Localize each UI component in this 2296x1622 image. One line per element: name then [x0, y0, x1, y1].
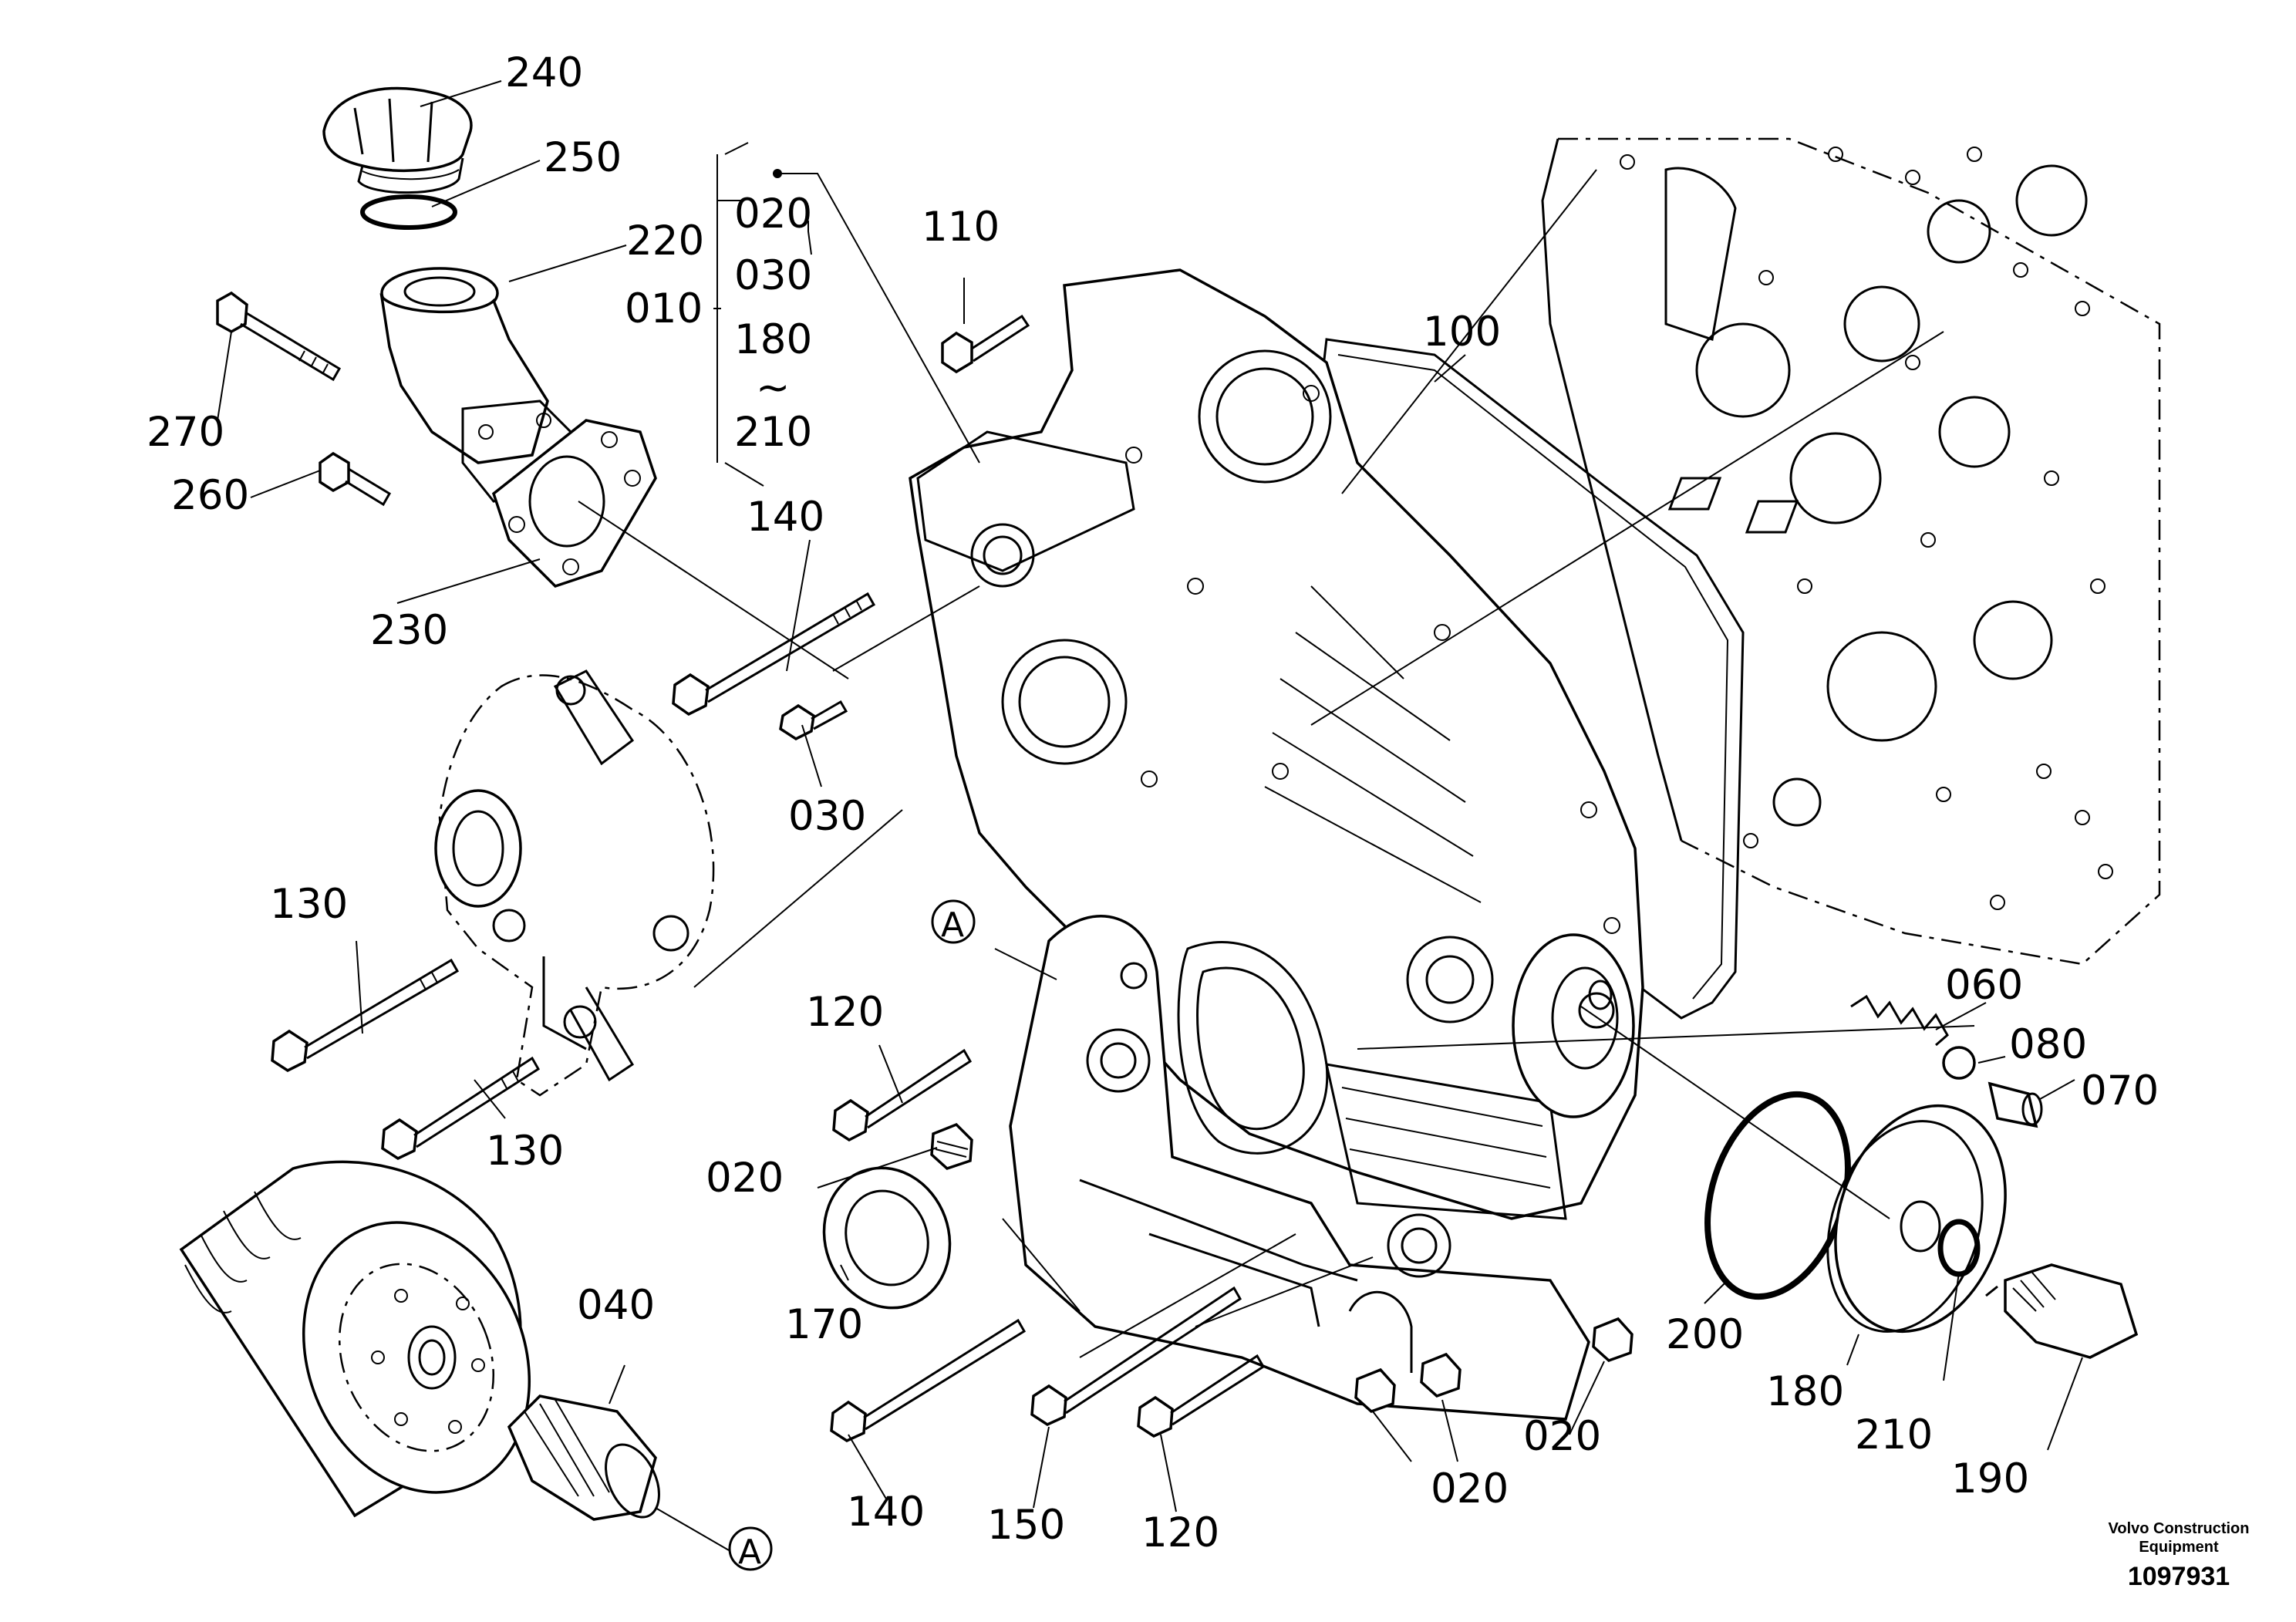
bolt-120-upper — [832, 1048, 973, 1142]
gear-case — [909, 268, 1644, 1220]
footer-brand: Volvo Construction Equipment 1097931 — [2109, 1520, 2250, 1591]
bolt-130-upper — [271, 958, 460, 1073]
callout-080: 080 — [2009, 1021, 2087, 1068]
callout-a-2: A — [738, 1533, 761, 1572]
filler-gasket — [491, 419, 657, 588]
callout-120-upper: 120 — [806, 989, 884, 1036]
callout-190: 190 — [1951, 1455, 2029, 1502]
callout-180: 180 — [1766, 1368, 1844, 1415]
dowel-030 — [779, 700, 848, 741]
callout-220: 220 — [626, 218, 704, 265]
leader-lines — [217, 80, 2083, 1551]
water-pump — [434, 669, 715, 1097]
plug-020-right — [1592, 1317, 1633, 1362]
bolt-150 — [1030, 1286, 1242, 1426]
plug-020-lower-b — [1420, 1352, 1462, 1398]
engine-block — [1541, 137, 2161, 966]
plug-020-mid — [930, 1122, 973, 1170]
callout-labels: 240 250 220 270 260 230 020 030 180 ~ 21… — [147, 49, 2159, 1572]
drain-plug — [1985, 1263, 2139, 1359]
bolt-140-lower — [830, 1318, 1027, 1442]
callout-group-180: 180 — [734, 316, 812, 363]
callout-a-circle-1 — [931, 899, 976, 944]
callout-060: 060 — [1945, 962, 2023, 1009]
callout-group-020: 020 — [734, 191, 812, 238]
callout-200: 200 — [1666, 1311, 1744, 1358]
oil-pump-cover-plate — [1512, 933, 1635, 1118]
oil-seal — [822, 1166, 952, 1310]
washer-130-b — [563, 1005, 597, 1039]
relief-ball — [1942, 1046, 1976, 1080]
callout-100: 100 — [1423, 309, 1501, 356]
callout-a-circle-2 — [728, 1526, 773, 1571]
washer-130-a — [492, 909, 526, 943]
reference-number: 1097931 — [2128, 1562, 2230, 1591]
callout-230: 230 — [370, 607, 448, 654]
relief-valve-seat — [1988, 1081, 2043, 1128]
bolt-120-lower — [1137, 1354, 1266, 1438]
filter-nipple — [507, 1394, 660, 1521]
callout-140-top: 140 — [747, 494, 824, 541]
callout-020-lower: 020 — [1431, 1465, 1509, 1512]
oil-filter — [179, 1160, 531, 1518]
oil-filler-cap — [322, 86, 473, 194]
callout-170: 170 — [785, 1301, 863, 1348]
callout-040: 040 — [577, 1282, 655, 1329]
bolt-130-lower — [381, 1056, 541, 1161]
bolt-140-top — [672, 592, 876, 717]
plug-020-lower-a — [1354, 1367, 1396, 1413]
callout-group-030: 030 — [734, 252, 812, 299]
callout-a-1: A — [941, 905, 964, 945]
callout-020-mid: 020 — [706, 1155, 784, 1202]
callout-260: 260 — [171, 472, 249, 519]
brand-line-2: Equipment — [2139, 1539, 2219, 1556]
callout-270: 270 — [147, 409, 224, 456]
callout-070: 070 — [2081, 1067, 2159, 1114]
oil-filler-neck — [379, 267, 572, 503]
bolt-110 — [941, 314, 1030, 374]
callout-130-b: 130 — [486, 1128, 564, 1175]
callout-010: 010 — [625, 285, 703, 332]
callout-250: 250 — [544, 134, 622, 181]
callout-140-lower: 140 — [847, 1489, 925, 1536]
callout-120-lower: 120 — [1141, 1509, 1219, 1556]
callout-110: 110 — [922, 204, 1000, 251]
callout-020-right: 020 — [1523, 1413, 1601, 1460]
callout-130-a: 130 — [270, 881, 348, 928]
bolt-short — [319, 451, 392, 507]
relief-spring — [1850, 994, 1949, 1047]
callout-150: 150 — [987, 1502, 1065, 1549]
bolt-long — [216, 291, 342, 382]
brand-line-1: Volvo Construction — [2109, 1520, 2250, 1537]
callout-240: 240 — [505, 49, 583, 96]
callout-group-range: ~ — [756, 364, 790, 411]
callout-group-210: 210 — [734, 409, 812, 456]
callout-210: 210 — [1855, 1411, 1933, 1458]
callout-030: 030 — [788, 793, 866, 840]
front-cover — [1009, 915, 1590, 1421]
o-ring — [360, 194, 457, 230]
